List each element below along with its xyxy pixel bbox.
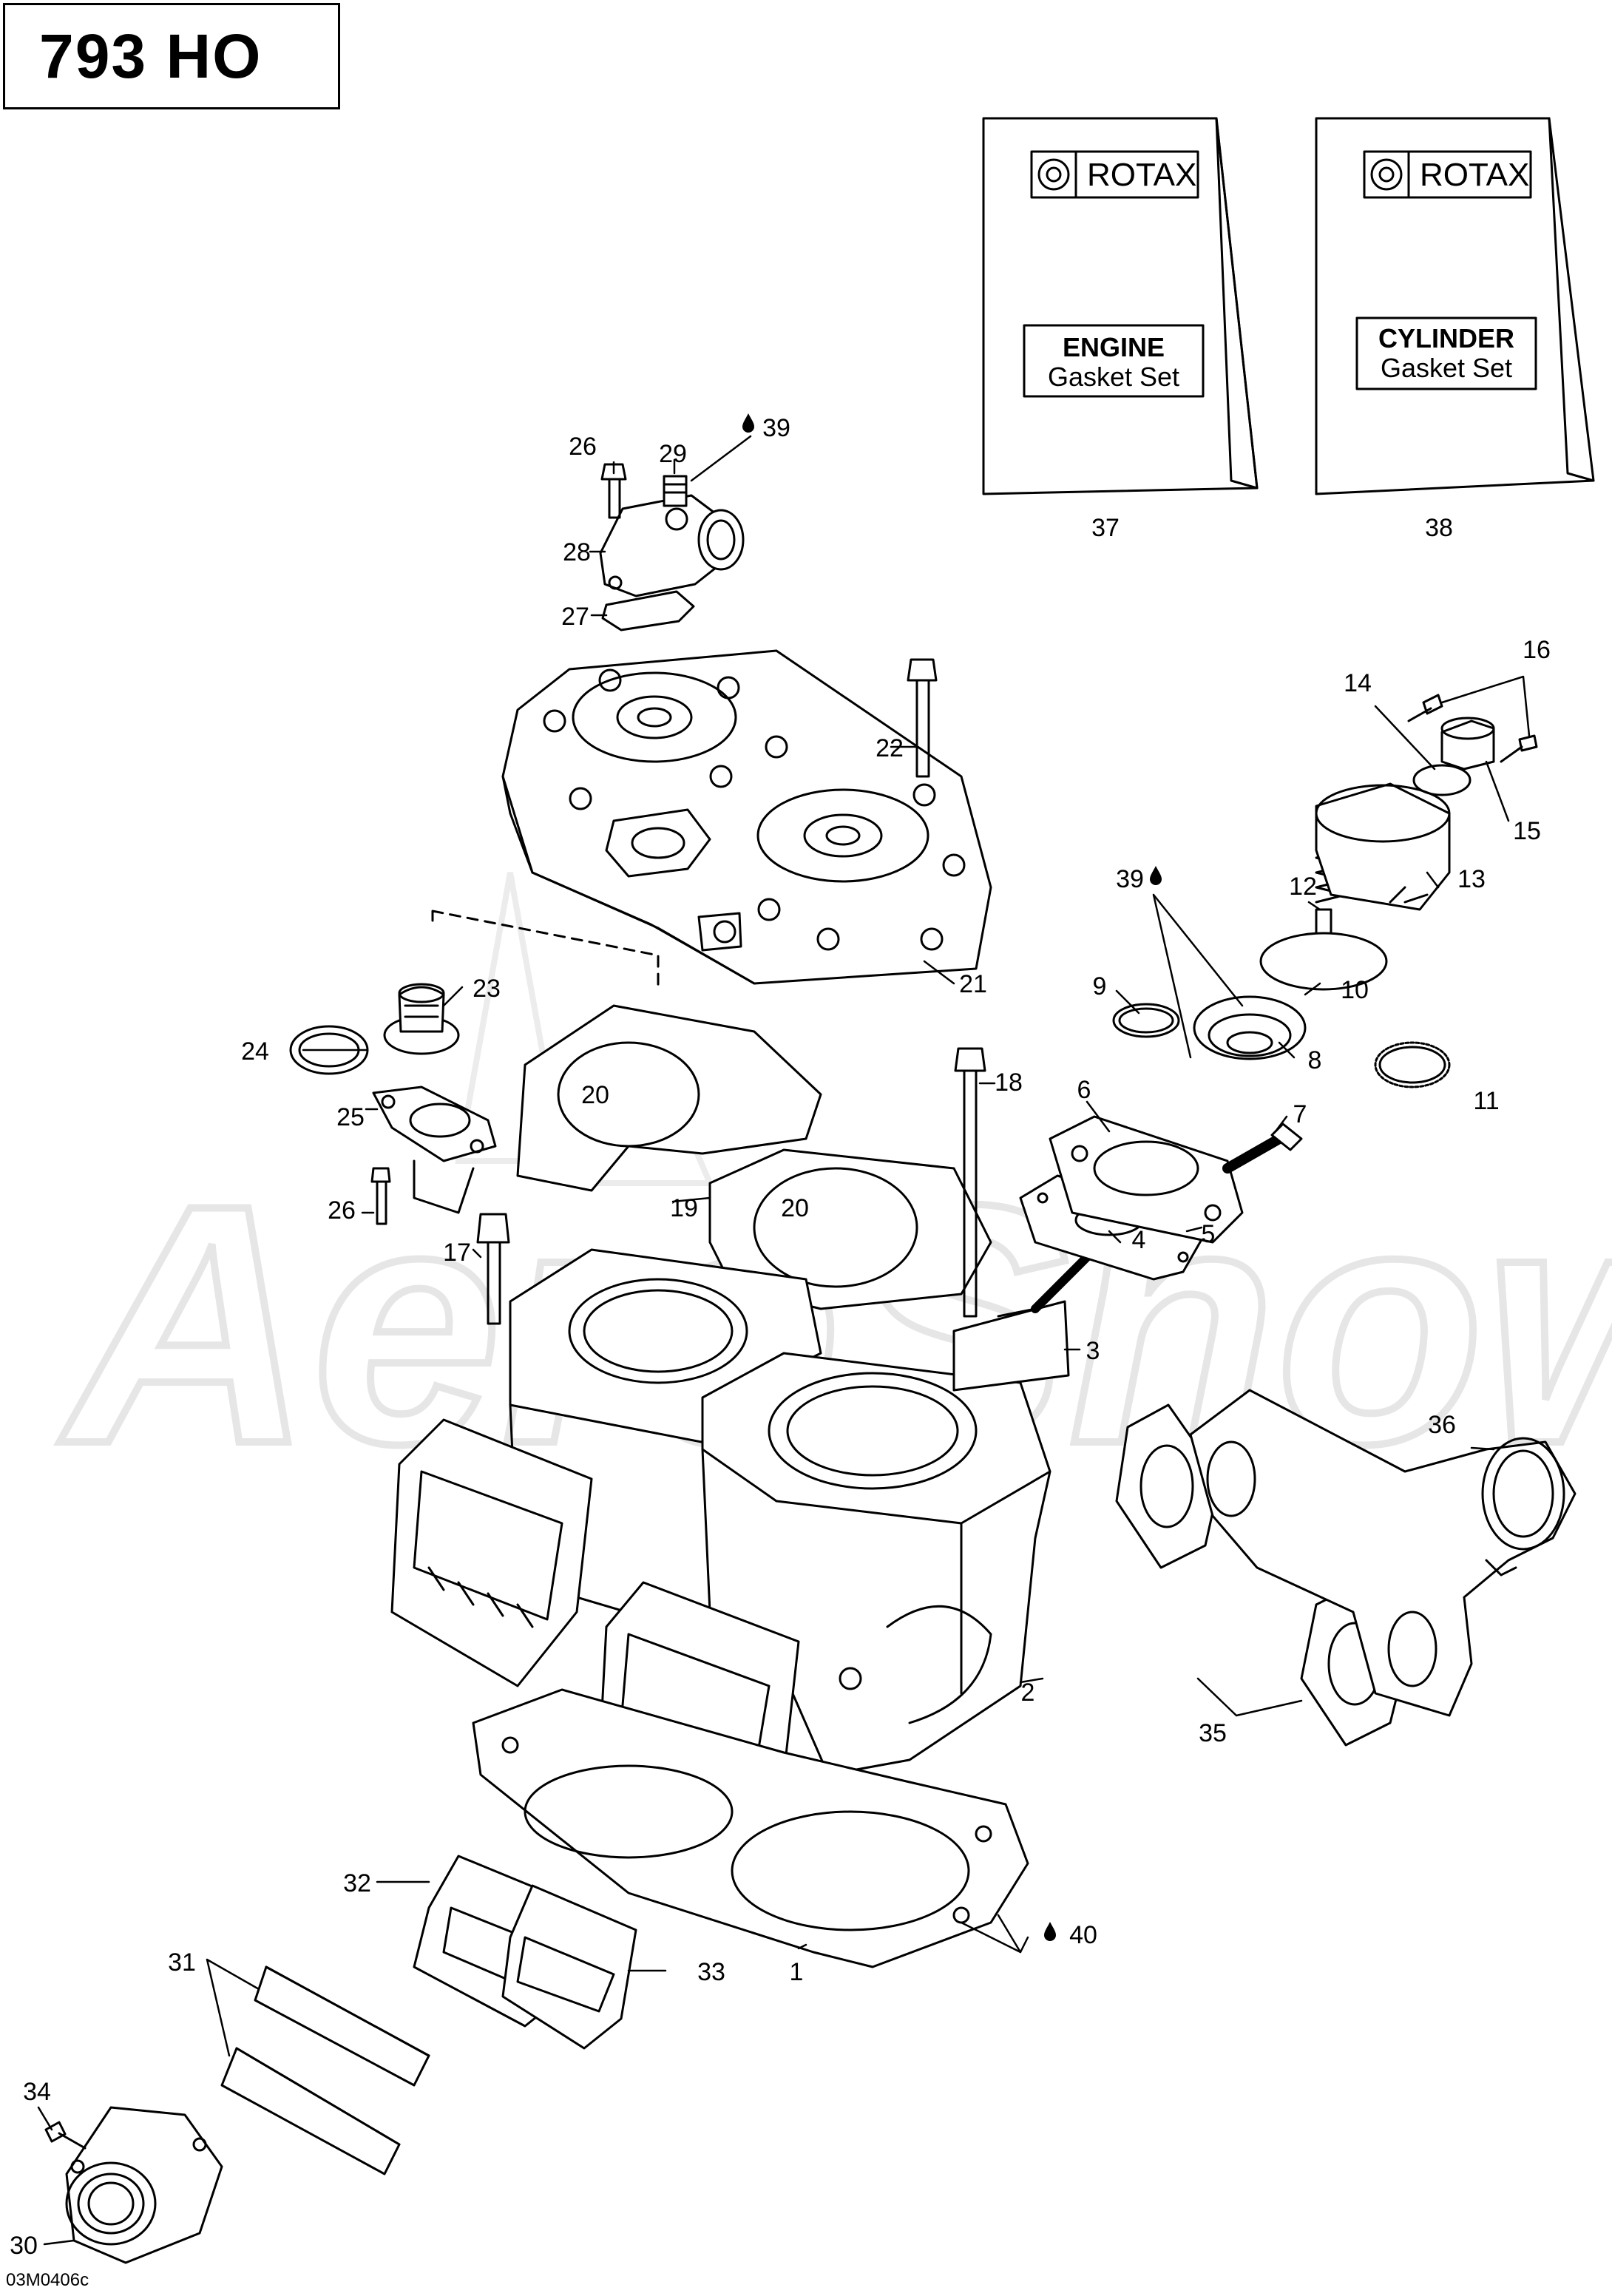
rave-valve-blade xyxy=(952,1300,1070,1392)
engine-gasket-set-card xyxy=(982,117,1259,495)
title-box: 793 HO xyxy=(3,3,340,109)
callout: 39 xyxy=(1116,865,1144,893)
callout: 18 xyxy=(995,1069,1023,1097)
oil-drop-icon xyxy=(1150,866,1162,885)
callout: 3 xyxy=(1086,1337,1100,1365)
callout: 27 xyxy=(561,603,589,631)
callout: 40 xyxy=(1069,1921,1097,1949)
oil-drop-icon xyxy=(742,413,754,433)
outlet-gasket xyxy=(601,590,695,631)
base-gasket xyxy=(472,1688,1029,1968)
callout: 37 xyxy=(1091,514,1120,542)
callout: 22 xyxy=(876,734,904,762)
callout: 26 xyxy=(569,433,597,461)
valve-o-ring-9 xyxy=(1112,1003,1180,1038)
thermostat xyxy=(383,983,460,1055)
callout: 25 xyxy=(336,1103,365,1131)
valve-cover xyxy=(1315,782,1451,911)
cover-o-ring xyxy=(1412,764,1472,796)
valve-housing xyxy=(1049,1115,1244,1244)
callout: 17 xyxy=(443,1239,471,1267)
callout: 5 xyxy=(1202,1220,1216,1248)
cylinder-gasket-set-card xyxy=(1315,117,1595,495)
cylinder-head xyxy=(501,649,992,985)
cylinder-stud-17 xyxy=(476,1213,510,1325)
cylinder-stud-18 xyxy=(954,1047,986,1318)
callout: 14 xyxy=(1344,669,1372,697)
head-gasket xyxy=(516,1004,992,1310)
set-screw xyxy=(663,475,688,507)
cover-screw-a xyxy=(1407,694,1443,722)
callout: 1 xyxy=(790,1958,804,1986)
callout: 21 xyxy=(959,970,987,998)
callout: 23 xyxy=(473,975,501,1003)
reed-block-31 xyxy=(220,1965,430,2175)
cylinder-block xyxy=(509,1248,1051,1776)
engine-kit-brand: ROTAX xyxy=(1087,157,1196,193)
callout: 28 xyxy=(563,538,591,566)
water-outlet-housing xyxy=(599,494,745,597)
diagram-code: 03M0406c xyxy=(6,2270,89,2290)
exhaust-manifold xyxy=(1189,1389,1577,1717)
adapter-bolt xyxy=(44,2121,87,2150)
head-bolt xyxy=(907,658,938,778)
cylinder-kit-name: CYLINDER xyxy=(1378,323,1514,353)
callout: 13 xyxy=(1457,865,1486,893)
callout: 26 xyxy=(328,1196,356,1225)
callout: 8 xyxy=(1308,1046,1322,1074)
diagram-title: 793 HO xyxy=(39,21,263,91)
valve-cap xyxy=(1440,717,1495,771)
callout: 31 xyxy=(168,1948,196,1977)
thermostat-cover xyxy=(372,1086,497,1214)
rotax-logo-icon xyxy=(1370,158,1403,191)
cylinder-kit-sub: Gasket Set xyxy=(1381,353,1512,383)
callout: 11 xyxy=(1473,1087,1499,1115)
reed-housing-upper xyxy=(390,1418,593,1687)
callout: 36 xyxy=(1428,1411,1456,1439)
callout: 35 xyxy=(1199,1719,1227,1747)
callout: 20 xyxy=(581,1081,609,1109)
engine-kit-sub: Gasket Set xyxy=(1048,362,1179,392)
callout: 19 xyxy=(670,1194,698,1222)
callout: 2 xyxy=(1021,1679,1035,1707)
callout: 10 xyxy=(1341,976,1369,1004)
oil-drop-icon xyxy=(1044,1922,1056,1941)
callout: 39 xyxy=(762,414,790,442)
callout: 6 xyxy=(1077,1076,1091,1104)
cover-screw-b xyxy=(1500,734,1538,763)
callout: 7 xyxy=(1293,1100,1307,1128)
callout: 15 xyxy=(1513,817,1541,845)
callout: 9 xyxy=(1093,972,1107,1000)
assembly-line xyxy=(431,910,660,992)
cylinder-kit-brand: ROTAX xyxy=(1420,157,1529,193)
callout: 29 xyxy=(659,440,687,468)
callout: 38 xyxy=(1425,514,1453,542)
rotax-logo-icon xyxy=(1037,158,1070,191)
engine-kit-name: ENGINE xyxy=(1063,332,1165,362)
callout: 20 xyxy=(781,1194,809,1222)
callout: 30 xyxy=(10,2232,38,2260)
callout: 34 xyxy=(23,2078,51,2106)
leader-lines xyxy=(37,435,1531,2246)
callout: 16 xyxy=(1523,636,1551,664)
cover-bolt xyxy=(370,1167,391,1225)
intake-adapter xyxy=(65,2106,223,2264)
reed-gasket-33 xyxy=(501,1884,637,2050)
callout: 12 xyxy=(1289,873,1317,901)
valve-piston xyxy=(1259,908,1388,991)
callout: 4 xyxy=(1132,1226,1146,1254)
valve-retaining-ring xyxy=(1374,1041,1451,1088)
callout-labels: 37 38 26 29 39 28 27 22 21 23 24 25 26 1… xyxy=(10,414,1551,2260)
callout: 33 xyxy=(697,1958,725,1986)
callout: 32 xyxy=(343,1869,371,1897)
callout: 24 xyxy=(241,1037,269,1066)
valve-bellows xyxy=(1193,995,1307,1060)
